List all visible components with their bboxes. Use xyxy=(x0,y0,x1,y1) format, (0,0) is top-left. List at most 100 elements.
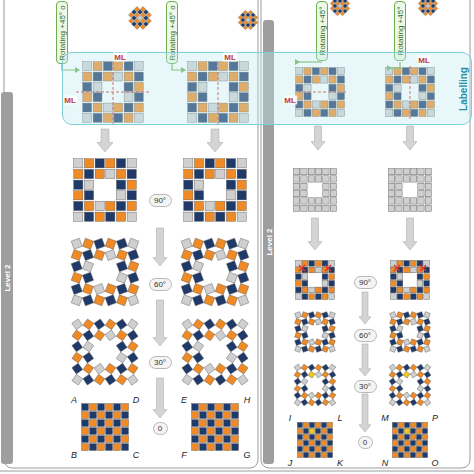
removal-cross xyxy=(420,265,426,271)
tile xyxy=(294,385,301,392)
tile xyxy=(192,428,199,435)
tile xyxy=(127,319,138,330)
tile xyxy=(422,422,427,427)
tile xyxy=(411,169,417,175)
tile xyxy=(403,205,409,211)
tile xyxy=(417,346,424,353)
tile xyxy=(237,363,248,374)
tile xyxy=(116,374,127,385)
tile xyxy=(192,238,203,249)
node-label: Level 2 xyxy=(264,228,273,255)
tile xyxy=(181,261,192,272)
tile xyxy=(216,212,225,221)
tile xyxy=(184,180,193,189)
tile xyxy=(184,169,193,178)
tile xyxy=(90,412,97,419)
tile xyxy=(329,332,336,339)
tile xyxy=(424,274,430,280)
tile xyxy=(194,212,203,221)
tile xyxy=(122,404,129,411)
tile xyxy=(215,283,226,294)
tile xyxy=(106,212,115,221)
tile xyxy=(308,399,315,406)
tile xyxy=(392,428,397,433)
tile xyxy=(226,212,235,221)
tile xyxy=(204,295,215,306)
flow-arrow xyxy=(97,129,113,152)
tile xyxy=(122,436,129,443)
tile xyxy=(322,281,328,287)
tile-assembly xyxy=(295,312,336,353)
angle-label: 0 xyxy=(158,424,162,433)
tile xyxy=(309,434,314,439)
tile xyxy=(323,205,329,211)
tile xyxy=(322,385,329,392)
tile xyxy=(90,420,97,427)
tile xyxy=(205,212,214,221)
tile xyxy=(98,404,105,411)
tile xyxy=(315,339,322,346)
tile xyxy=(127,201,136,210)
tile xyxy=(309,422,314,427)
tile xyxy=(192,436,199,443)
tile xyxy=(410,318,417,325)
tile xyxy=(72,374,83,385)
tile xyxy=(316,261,322,267)
tile xyxy=(296,281,302,287)
tile xyxy=(322,378,329,385)
tile xyxy=(226,272,237,283)
tile xyxy=(84,201,93,210)
tile xyxy=(184,159,193,168)
tile xyxy=(398,434,403,439)
corner-letter: O xyxy=(431,458,438,468)
tile xyxy=(417,392,424,399)
tile xyxy=(237,319,248,330)
tile xyxy=(417,318,424,325)
tile xyxy=(294,378,301,385)
tile xyxy=(396,183,402,189)
tile xyxy=(215,363,226,374)
tile xyxy=(303,434,308,439)
tile xyxy=(392,434,397,439)
tile xyxy=(226,295,237,306)
tile xyxy=(226,201,235,210)
tile xyxy=(410,434,415,439)
flow-arrow xyxy=(359,344,371,376)
tile xyxy=(295,339,302,346)
tile xyxy=(238,238,249,249)
tile xyxy=(90,444,97,451)
tile xyxy=(398,428,403,433)
tile xyxy=(116,352,127,363)
tile xyxy=(411,205,417,211)
tile xyxy=(232,428,239,435)
tile xyxy=(294,183,300,189)
tile xyxy=(329,281,335,287)
tile xyxy=(309,452,314,457)
tile xyxy=(425,169,431,175)
tile xyxy=(330,183,336,189)
tile xyxy=(194,169,203,178)
tile xyxy=(329,294,335,300)
tile xyxy=(71,295,82,306)
tile xyxy=(403,169,409,175)
tile xyxy=(243,25,247,29)
tile xyxy=(140,24,145,29)
tile xyxy=(82,428,89,435)
tile xyxy=(204,238,215,249)
tile xyxy=(308,392,315,399)
tile xyxy=(329,325,336,332)
tile xyxy=(82,404,89,411)
tile xyxy=(194,180,203,189)
tile xyxy=(295,346,302,353)
tile xyxy=(208,420,215,427)
tile xyxy=(391,274,397,280)
tile xyxy=(128,272,139,283)
tile xyxy=(416,428,421,433)
angle-pill: 0 xyxy=(153,422,168,435)
tile xyxy=(194,191,203,200)
tile xyxy=(397,281,403,287)
tile xyxy=(192,404,199,411)
tile xyxy=(329,378,336,385)
tile xyxy=(72,363,83,374)
tile xyxy=(297,446,302,451)
